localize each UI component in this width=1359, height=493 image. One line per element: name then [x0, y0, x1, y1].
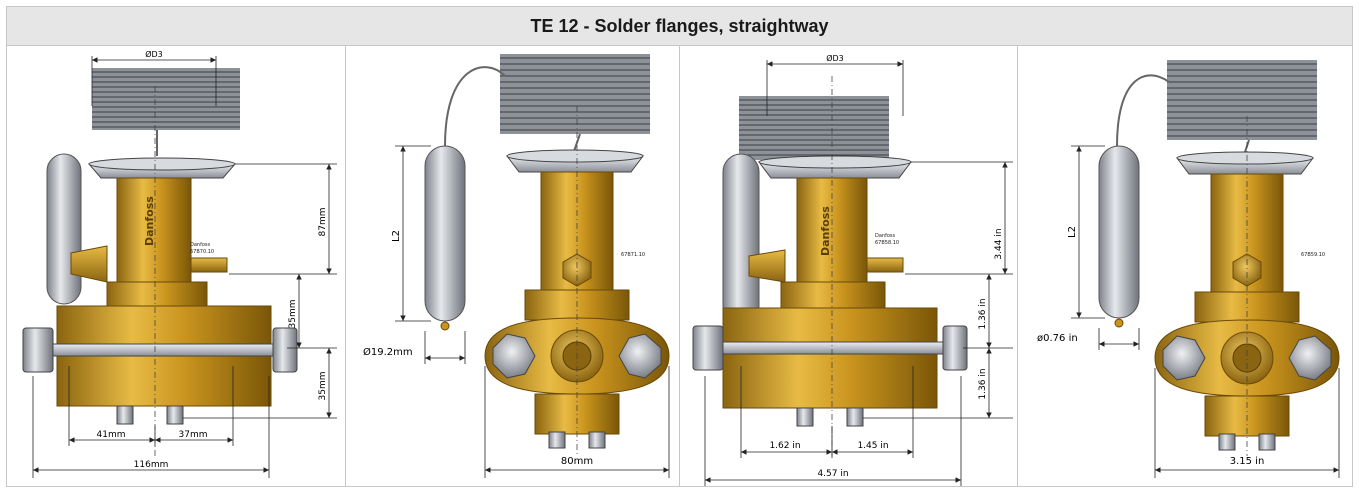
brand-engraving: Danfoss — [819, 206, 832, 256]
panel-front-metric: 67B71.10 L2 Ø19.2mm 80mm — [345, 46, 680, 486]
flange-nut-left — [492, 333, 536, 379]
dim-bulb-diameter: Ø19.2mm — [363, 346, 413, 358]
flange-nut-right — [1288, 335, 1332, 381]
dim-d3: ØD3 — [145, 49, 163, 59]
panel-front-imperial: 67B59.10 L2 ø0.76 in 3.15 in — [1017, 46, 1354, 486]
dim-1-36in-lower: 1.36 in — [978, 368, 988, 399]
dim-37mm: 37mm — [179, 430, 208, 440]
dim-3-15in: 3.15 in — [1230, 456, 1265, 467]
dim-4-57in: 4.57 in — [817, 469, 848, 479]
valve-body-lower — [722, 307, 938, 409]
side-view-imperial-drawing: Danfoss Danfoss 67B58.10 — [692, 53, 1013, 486]
side-view-metric-drawing: Danfoss Danfoss 67B70.10 — [22, 49, 337, 478]
capillary-coil — [92, 68, 240, 130]
panel-side-imperial: Danfoss Danfoss 67B58.10 — [679, 46, 1018, 486]
drawing-frame: TE 12 - Solder flanges, straightway — [6, 6, 1353, 487]
capillary-coil — [1167, 60, 1317, 140]
code-label: 67B70.10 — [190, 249, 214, 255]
front-view-imperial-drawing: 67B59.10 L2 ø0.76 in 3.15 in — [1037, 60, 1340, 478]
title-bar: TE 12 - Solder flanges, straightway — [7, 7, 1352, 46]
dim-35mm-lower: 35mm — [318, 372, 328, 401]
capillary-coil — [739, 96, 889, 160]
dim-1-36in-upper: 1.36 in — [978, 298, 988, 329]
brand-label: Danfoss — [190, 242, 211, 248]
dim-1-45in: 1.45 in — [857, 441, 888, 451]
sensing-bulb — [722, 153, 760, 325]
code-label: 67B59.10 — [1301, 252, 1325, 258]
brand-label: Danfoss — [875, 233, 896, 239]
dim-l2: L2 — [1067, 226, 1078, 238]
dim-41mm: 41mm — [97, 430, 126, 440]
sensing-bulb — [1098, 145, 1140, 319]
panel-side-metric: Danfoss Danfoss 67B70.10 — [7, 46, 346, 486]
equalizer-fitting — [748, 249, 786, 283]
dim-l2: L2 — [391, 230, 402, 242]
dim-1-62in: 1.62 in — [769, 441, 800, 451]
flange-nut-right — [618, 333, 662, 379]
flange-bolt — [36, 343, 288, 357]
dim-3-44in: 3.44 in — [994, 228, 1004, 259]
dim-116mm: 116mm — [134, 460, 169, 470]
dim-35mm-upper: 35mm — [288, 300, 298, 329]
flange-nut-left — [1162, 335, 1206, 381]
flange-bolt — [704, 341, 964, 355]
dim-87mm: 87mm — [318, 208, 328, 237]
dim-d3: ØD3 — [826, 53, 844, 63]
dim-80mm: 80mm — [561, 456, 593, 467]
dim-bulb-diameter: ø0.76 in — [1037, 333, 1078, 344]
drawing-title: TE 12 - Solder flanges, straightway — [530, 15, 829, 36]
code-label: 67B71.10 — [621, 252, 645, 258]
capillary-coil — [500, 54, 650, 134]
front-view-metric-drawing: 67B71.10 L2 Ø19.2mm 80mm — [363, 54, 670, 478]
sensing-bulb — [424, 145, 466, 322]
code-label: 67B58.10 — [875, 240, 899, 246]
sensing-bulb — [46, 153, 82, 305]
brand-engraving: Danfoss — [143, 196, 156, 246]
